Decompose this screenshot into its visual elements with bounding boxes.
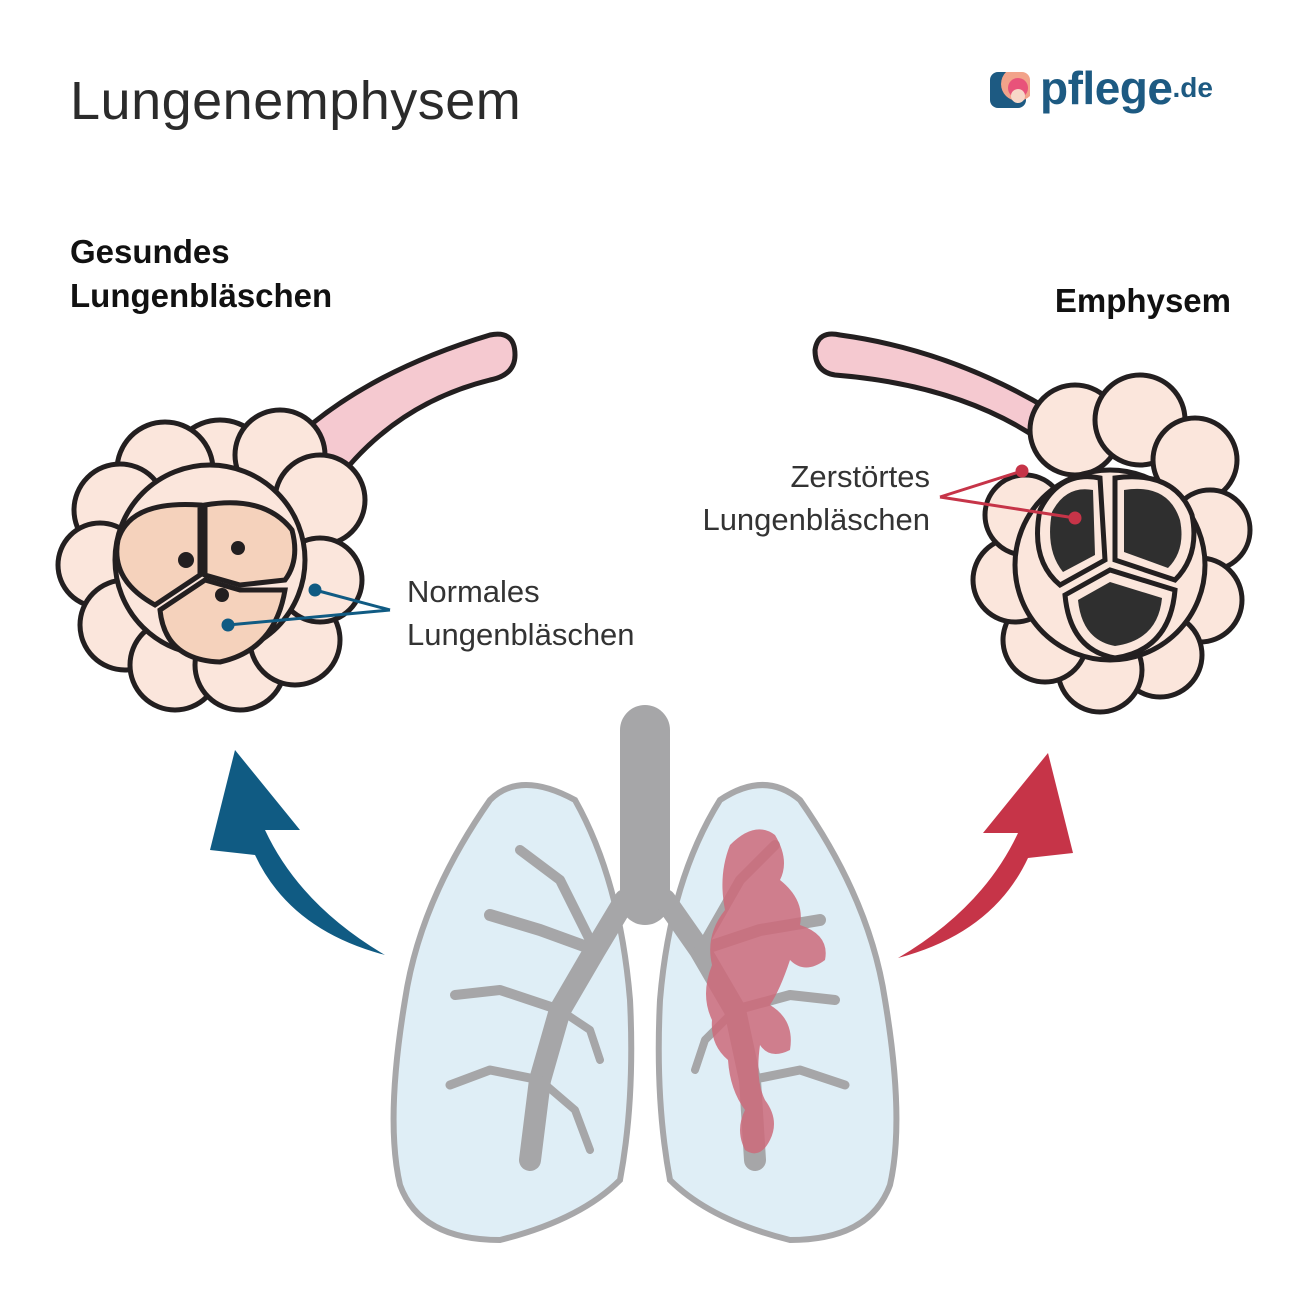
airways [445, 705, 850, 1171]
destroyed-label-pointers [939, 464, 1082, 525]
normal-label-pointers [221, 583, 391, 632]
healthy-arrow [210, 750, 385, 955]
logo-tld: .de [1172, 72, 1213, 103]
normal-label-line2: Lungenbläschen [407, 617, 635, 652]
logo-name: pflege [1040, 62, 1173, 114]
left-lung [390, 782, 635, 1244]
emphysema-arrow [898, 753, 1073, 958]
healthy-heading-line2: Lungenbläschen [70, 277, 333, 314]
emphysema-heading: Emphysem [1054, 282, 1231, 319]
emphysema-destroyed-lobes [1035, 474, 1197, 661]
page-title: Lungenemphysem [70, 71, 522, 131]
healthy-bronchiole [260, 331, 518, 493]
destroyed-alveolus-label: Zerstörtes Lungenbläschen [640, 455, 930, 541]
normal-label-line1: Normales [407, 574, 540, 609]
destroyed-label-line2: Lungenbläschen [702, 502, 930, 537]
logo: pflege .de [988, 60, 1213, 116]
lung-damage-area [706, 829, 826, 1154]
healthy-heading-line1: Gesundes [70, 233, 230, 270]
healthy-heading: Gesundes Lungenbläschen [70, 230, 332, 318]
logo-icon [990, 72, 1030, 108]
right-lung [655, 782, 900, 1244]
lungs [390, 705, 900, 1244]
emphysema-bronchiole [812, 331, 1054, 444]
destroyed-label-line1: Zerstörtes [790, 459, 930, 494]
normal-alveolus-label: Normales Lungenbläschen [407, 570, 635, 656]
healthy-inner-lobes [114, 500, 298, 665]
